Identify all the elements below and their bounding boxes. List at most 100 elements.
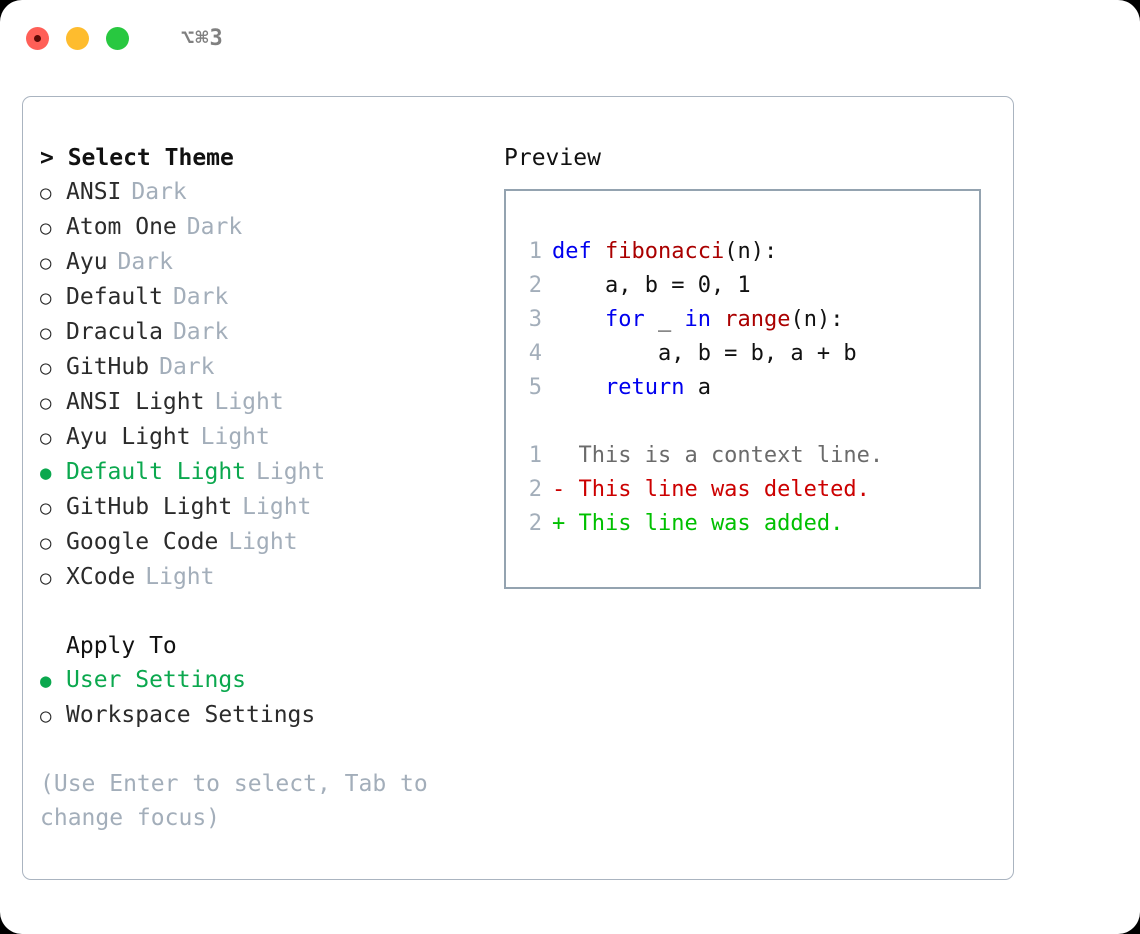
theme-option-label: GitHub (66, 354, 150, 380)
radio-unselected-icon: ○ (40, 357, 52, 379)
theme-option-label: Dracula (66, 319, 163, 345)
radio-unselected-icon: ○ (40, 705, 52, 727)
theme-option-label: Atom One (66, 214, 177, 240)
theme-option-ansi[interactable]: ○ ANSI Dark (40, 175, 481, 210)
apply-to-option-workspace-settings[interactable]: ○ Workspace Settings (40, 698, 481, 733)
code-token-plain (552, 307, 605, 332)
hint-spacer (40, 733, 481, 767)
radio-unselected-icon: ○ (40, 182, 52, 204)
code-line-text: a, b = 0, 1 (552, 269, 751, 303)
code-line-text: a, b = b, a + b (552, 337, 857, 371)
radio-unselected-icon: ○ (40, 427, 52, 449)
theme-option-ansi-light[interactable]: ○ ANSI Light Light (40, 385, 481, 420)
theme-option-category: Light (242, 494, 312, 520)
theme-option-label: XCode (66, 564, 136, 590)
theme-option-category: Light (256, 459, 326, 485)
code-line-number: 2 (528, 273, 542, 298)
diff-line-add: 2 + This line was added. (506, 507, 979, 541)
apply-to-header: Apply To (66, 633, 177, 659)
radio-unselected-icon: ○ (40, 532, 52, 554)
theme-option-label: ANSI (66, 179, 122, 205)
diff-line-number: 2 (528, 511, 542, 536)
radio-selected-icon: ● (40, 670, 52, 692)
code-line: 4 a, b = b, a + b (506, 337, 979, 371)
preview-title: Preview (504, 145, 601, 171)
theme-option-label: ANSI Light (66, 389, 205, 415)
apply-to-option-label: User Settings (66, 667, 247, 693)
code-token-plain: a, b = 0, 1 (552, 273, 751, 298)
code-line-text: def fibonacci(n): (552, 235, 777, 269)
theme-option-label: Ayu Light (66, 424, 191, 450)
apply-to-list[interactable]: ● User Settings ○ Workspace Settings (40, 663, 481, 733)
diff-line-number: 1 (528, 443, 542, 468)
code-token-plain: a (684, 375, 711, 400)
code-token-plain: (n): (790, 307, 844, 332)
diff-line-number: 2 (528, 477, 542, 502)
apply-to-option-user-settings[interactable]: ● User Settings (40, 663, 481, 698)
keyboard-shortcut-label: ⌥⌘3 (181, 25, 224, 51)
diff-line-text: - This line was deleted. (552, 477, 870, 502)
select-theme-header: > Select Theme (40, 145, 234, 171)
diff-line-ctx: 1 This is a context line. (506, 439, 979, 473)
code-token-plain: a, b = b, a + b (552, 341, 857, 366)
radio-unselected-icon: ○ (40, 217, 52, 239)
code-line: 2 a, b = 0, 1 (506, 269, 979, 303)
minimize-window-button[interactable] (66, 26, 89, 50)
code-line: 5 return a (506, 371, 979, 405)
theme-option-github[interactable]: ○ GitHub Dark (40, 350, 481, 385)
diff-line-text: + This line was added. (552, 511, 844, 536)
code-token-plain (552, 375, 605, 400)
code-token-kw: def (552, 239, 605, 264)
code-token-fn: range (724, 307, 791, 332)
theme-option-label: Ayu (66, 249, 108, 275)
close-window-button[interactable] (26, 26, 49, 50)
theme-option-category: Dark (172, 284, 229, 310)
code-line-text: for _ in range(n): (552, 303, 843, 337)
list-spacer (40, 595, 481, 629)
code-token-fn: fibonacci (604, 239, 725, 264)
radio-unselected-icon: ○ (40, 392, 52, 414)
code-line-number: 4 (528, 341, 542, 366)
code-token-kw: for (604, 307, 645, 332)
keyboard-hint-text: (Use Enter to select, Tab to change focu… (40, 771, 428, 831)
theme-option-xcode[interactable]: ○ XCode Light (40, 560, 481, 595)
code-token-plain: (n): (724, 239, 778, 264)
code-line-text: return a (552, 371, 711, 405)
title-bar: ⌥⌘3 (0, 0, 1140, 76)
theme-option-category: Light (145, 564, 215, 590)
theme-option-category: Dark (131, 179, 187, 205)
code-token-plain: _ (644, 307, 685, 332)
code-line-number: 3 (528, 307, 542, 332)
theme-option-atom-one[interactable]: ○ Atom One Dark (40, 210, 481, 245)
diff-sample: 1 This is a context line. 2 - This line wa… (506, 439, 979, 541)
theme-option-label: Google Code (66, 529, 219, 555)
code-line-number: 5 (528, 375, 542, 400)
maximize-window-button[interactable] (106, 26, 129, 50)
radio-unselected-icon: ○ (40, 497, 52, 519)
radio-unselected-icon: ○ (40, 567, 52, 589)
code-token-kw: in (684, 307, 711, 332)
theme-option-category: Dark (159, 354, 215, 380)
theme-option-category: Light (214, 389, 284, 415)
apply-to-option-label: Workspace Settings (66, 702, 316, 728)
code-token-plain (711, 307, 724, 332)
radio-unselected-icon: ○ (40, 322, 52, 344)
theme-option-label: Default Light (66, 459, 247, 485)
traffic-light-group (26, 26, 129, 50)
theme-option-label: Default (66, 284, 163, 310)
theme-option-category: Dark (186, 214, 243, 240)
